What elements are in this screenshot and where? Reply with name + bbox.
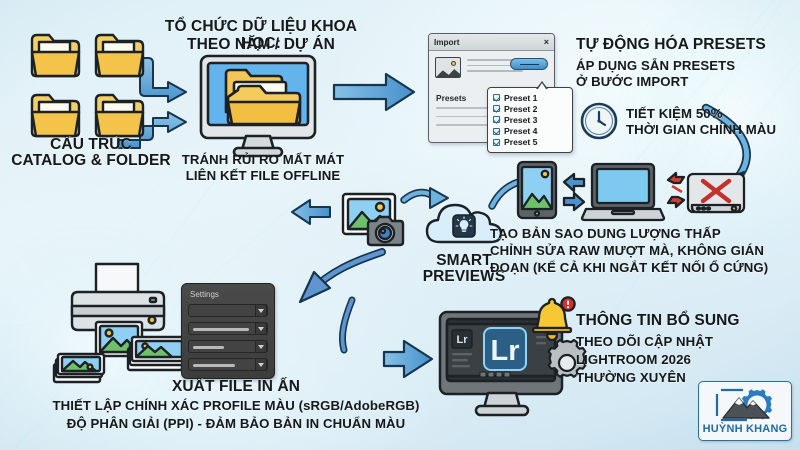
arrow-monitor-to-import — [332, 72, 416, 112]
presets-heading: TỰ ĐỘNG HÓA PRESETS — [576, 36, 766, 53]
preset-option-label: Preset 1 — [504, 92, 538, 103]
photo-camera-icon — [341, 192, 405, 247]
arrow-settings-to-lightroom — [382, 339, 434, 379]
preset-option[interactable]: Preset 1 — [493, 92, 567, 103]
organize-heading-line1: TỔ CHỨC DỮ LIỆU KHOA HỌC: — [164, 18, 358, 53]
updates-heading: THÔNG TIN BỔ SUNG — [576, 312, 740, 329]
settings-dropdown-row[interactable] — [188, 303, 268, 318]
checkbox-checked-icon[interactable] — [493, 94, 500, 102]
preset-option[interactable]: Preset 4 — [493, 126, 567, 137]
folders-grid-icon — [30, 33, 145, 138]
checkbox-checked-icon[interactable] — [493, 105, 500, 113]
settings-dropdown-row[interactable] — [188, 339, 268, 354]
sync-arrows-icon — [562, 172, 586, 212]
updates-line3: THƯỜNG XUYÊN — [576, 370, 686, 385]
preset-option[interactable]: Preset 2 — [493, 103, 567, 114]
organize-caption-line2: LIÊN KẾT FILE OFFLINE — [185, 168, 341, 183]
import-dialog[interactable]: Import × Presets Preset 1 — [428, 33, 573, 153]
svg-text:Lr: Lr — [491, 335, 520, 367]
settings-panel-title: Settings — [190, 290, 219, 299]
smart-previews-label-line2: PREVIEWS — [422, 268, 506, 285]
smart-previews-label-line1: SMART — [436, 252, 492, 269]
image-thumbnail-icon — [435, 57, 461, 78]
checkbox-checked-icon[interactable] — [493, 116, 500, 124]
tablet-device-icon — [516, 160, 558, 220]
sun-shape — [451, 61, 456, 66]
catalog-subtitle: CATALOG & FOLDER — [11, 152, 171, 169]
devices-sync-row — [516, 160, 746, 222]
export-settings-panel[interactable]: Settings — [181, 283, 275, 379]
export-line2: ĐỘ PHÂN GIẢI (PPI) - ĐẢM BẢO BẢN IN CHUẨ… — [66, 416, 406, 431]
notification-bell-icon — [531, 296, 576, 342]
smart-previews-body-line3: ĐOẠN (KỂ CẢ KHI NGẮT KẾT NỐI Ổ CỨNG) — [490, 260, 769, 275]
brand-logo-text: HUỲNH KHANG — [702, 423, 788, 435]
presets-time-saving-line2: THỜI GIAN CHỈNH MÀU — [626, 122, 777, 137]
import-meta-lines — [467, 59, 523, 76]
preset-option-label: Preset 2 — [504, 103, 538, 114]
catalog-title: CẤU TRÚC — [50, 136, 132, 153]
brand-logo[interactable]: HUỲNH KHANG — [698, 381, 792, 441]
chevron-down-icon[interactable] — [255, 339, 267, 354]
close-icon[interactable]: × — [543, 36, 549, 47]
checkbox-checked-icon[interactable] — [493, 127, 500, 135]
mountain-gear-logo-icon — [715, 388, 773, 422]
settings-dropdown-row[interactable] — [188, 321, 268, 336]
organize-caption-line1: TRÁNH RỦI RO MẤT MÁT — [181, 152, 345, 167]
presets-sub-line2: Ở BƯỚC IMPORT — [576, 74, 689, 89]
apply-presets-button[interactable] — [510, 58, 548, 70]
monitor-folders-icon — [199, 54, 317, 158]
arrow-arc-settings — [338, 296, 356, 354]
import-dialog-title: Import — [434, 37, 460, 47]
settings-dropdown-row[interactable] — [188, 357, 268, 372]
presets-time-saving-line1: TIẾT KIỆM 50% — [626, 106, 723, 121]
chevron-down-icon[interactable] — [255, 357, 267, 372]
clock-icon — [580, 102, 618, 140]
preset-option-label: Preset 3 — [504, 114, 538, 125]
laptop-device-icon — [580, 162, 666, 222]
smart-previews-body-line2: CHỈNH SỬA RAW MƯỢT MÀ, KHÔNG GIÁN — [490, 243, 765, 258]
chevron-down-icon[interactable] — [255, 321, 267, 336]
preset-option-label: Preset 4 — [504, 126, 538, 137]
smart-previews-body-line1: TẠO BẢN SAO DUNG LƯỢNG THẤP — [490, 226, 721, 241]
updates-line1: THEO DÕI CẬP NHẬT — [576, 334, 714, 349]
preset-option[interactable]: Preset 3 — [493, 114, 567, 125]
broken-sync-arrows-icon — [666, 171, 686, 209]
import-dialog-body: Presets Preset 1 Preset 2 Preset 3 — [429, 51, 573, 153]
export-title: XUẤT FILE IN ẤN — [171, 378, 301, 395]
preset-option[interactable]: Preset 5 — [493, 137, 567, 148]
arrow-drive-to-cloud — [291, 199, 331, 225]
arrow-cloud-curve-to-settings — [298, 248, 386, 304]
organize-heading-line2: THEO NĂM / DỰ ÁN — [187, 36, 335, 53]
printer-prints-icon — [52, 262, 188, 384]
svg-text:Lr: Lr — [457, 334, 469, 346]
presets-dropdown-menu[interactable]: Preset 1 Preset 2 Preset 3 Preset 4 Pres… — [487, 81, 573, 153]
checkbox-checked-icon[interactable] — [493, 138, 500, 146]
arrow-photo-to-cloud — [400, 187, 449, 209]
gear-icon — [547, 338, 587, 378]
presets-sub-line1: ÁP DỤNG SẴN PRESETS — [576, 58, 736, 73]
dropdown-tail — [536, 81, 548, 89]
external-drive-disconnected-icon — [686, 172, 746, 214]
chevron-down-icon[interactable] — [255, 303, 267, 318]
presets-label: Presets — [436, 93, 467, 103]
import-dialog-titlebar: Import × — [429, 34, 554, 51]
cloud-lightbulb-icon — [425, 203, 503, 244]
preset-option-label: Preset 5 — [504, 137, 538, 148]
updates-line2: LIGHTROOM 2026 — [576, 352, 691, 367]
mountain-shape — [436, 69, 460, 77]
export-line1: THIẾT LẬP CHÍNH XÁC PROFILE MÀU (sRGB/Ad… — [52, 398, 420, 413]
